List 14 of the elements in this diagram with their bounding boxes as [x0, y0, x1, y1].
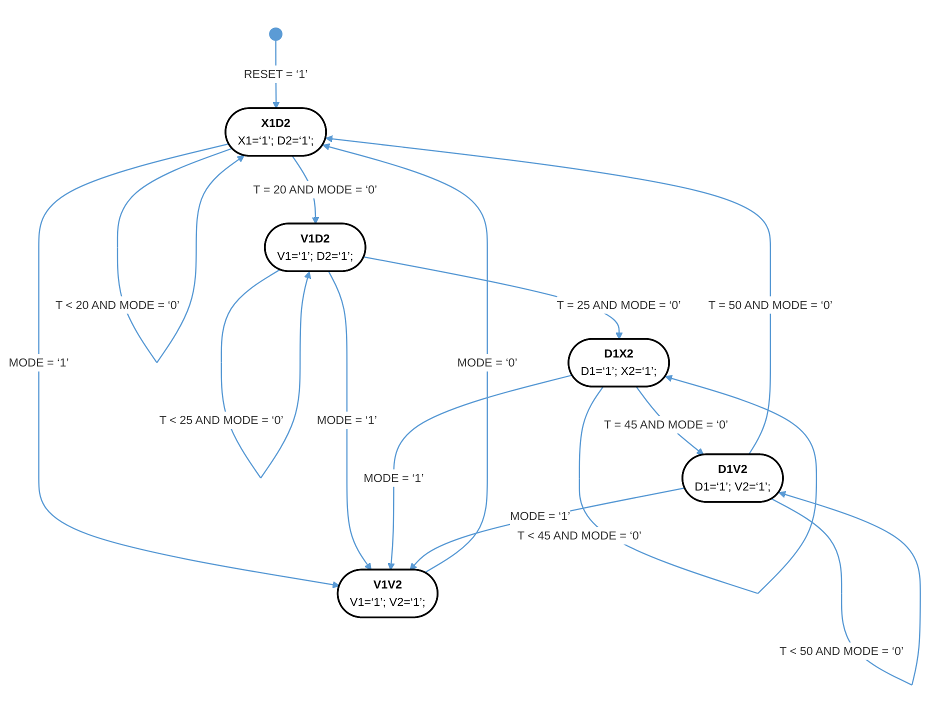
transition-arrow — [328, 271, 372, 570]
state-node: X1D2 X1=‘1’; D2=‘1’; — [224, 107, 327, 157]
state-node: D1X2 D1=‘1’; X2=‘1’; — [568, 338, 670, 388]
edge-label: T < 50 AND MODE = ‘0’ — [780, 644, 904, 658]
state-node: V1V2 V1=‘1’; V2=‘1’; — [336, 568, 438, 618]
edge-label: T < 45 AND MODE = ‘0’ — [517, 528, 642, 542]
transition-arrow — [38, 143, 340, 588]
state-node: V1D2 V1=‘1’; D2=‘1’; — [264, 222, 366, 272]
transition-arrow — [388, 374, 572, 570]
edge-label: T < 20 AND MODE = ‘0’ — [55, 298, 180, 312]
state-node: D1V2 D1=‘1’; V2=‘1’; — [682, 453, 784, 503]
transition-arrow — [322, 143, 488, 574]
edge-label: T < 25 AND MODE = ‘0’ — [159, 413, 284, 427]
transition-arrow — [325, 135, 772, 455]
